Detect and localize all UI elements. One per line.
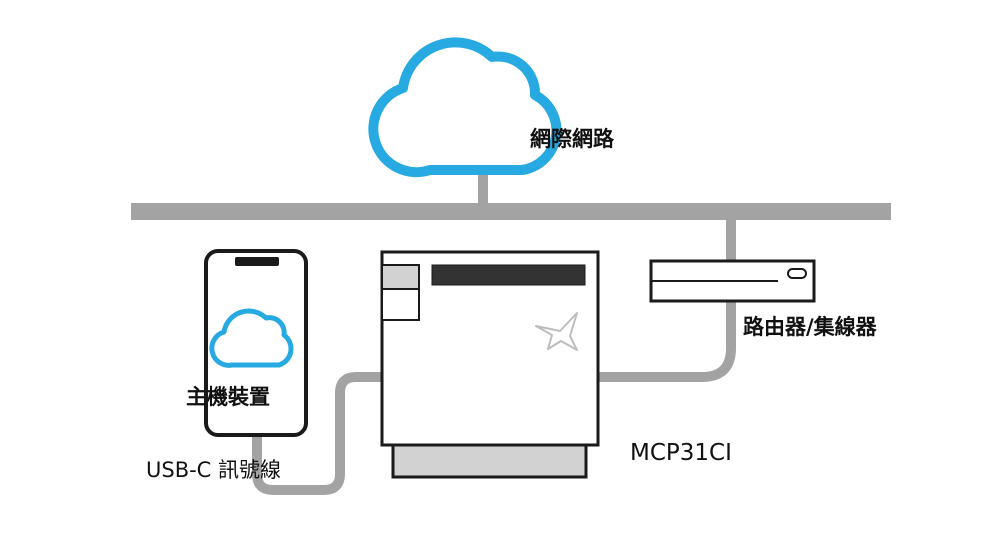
router-indicator (787, 268, 807, 279)
cloud-icon (209, 308, 294, 368)
printer-label: MCP31CI (630, 440, 732, 466)
usb-c-cable (252, 372, 383, 495)
cloud-label: 網際網路 (530, 127, 614, 151)
printer-panel-bottom (381, 288, 420, 321)
paper-slot (431, 264, 586, 286)
usb-cable-label: USB-C 訊號線 (146, 458, 282, 482)
phone-notch (235, 257, 279, 266)
host-device-label: 主機裝置 (186, 385, 270, 409)
cloud-connector (478, 172, 488, 205)
router-printer-cable (598, 220, 736, 382)
star-icon (535, 312, 578, 351)
printer-base (391, 442, 588, 479)
network-backbone (131, 203, 891, 220)
printer-panel-top (381, 264, 420, 290)
router-label: 路由器/集線器 (743, 315, 877, 339)
cloud-icon (368, 37, 562, 178)
